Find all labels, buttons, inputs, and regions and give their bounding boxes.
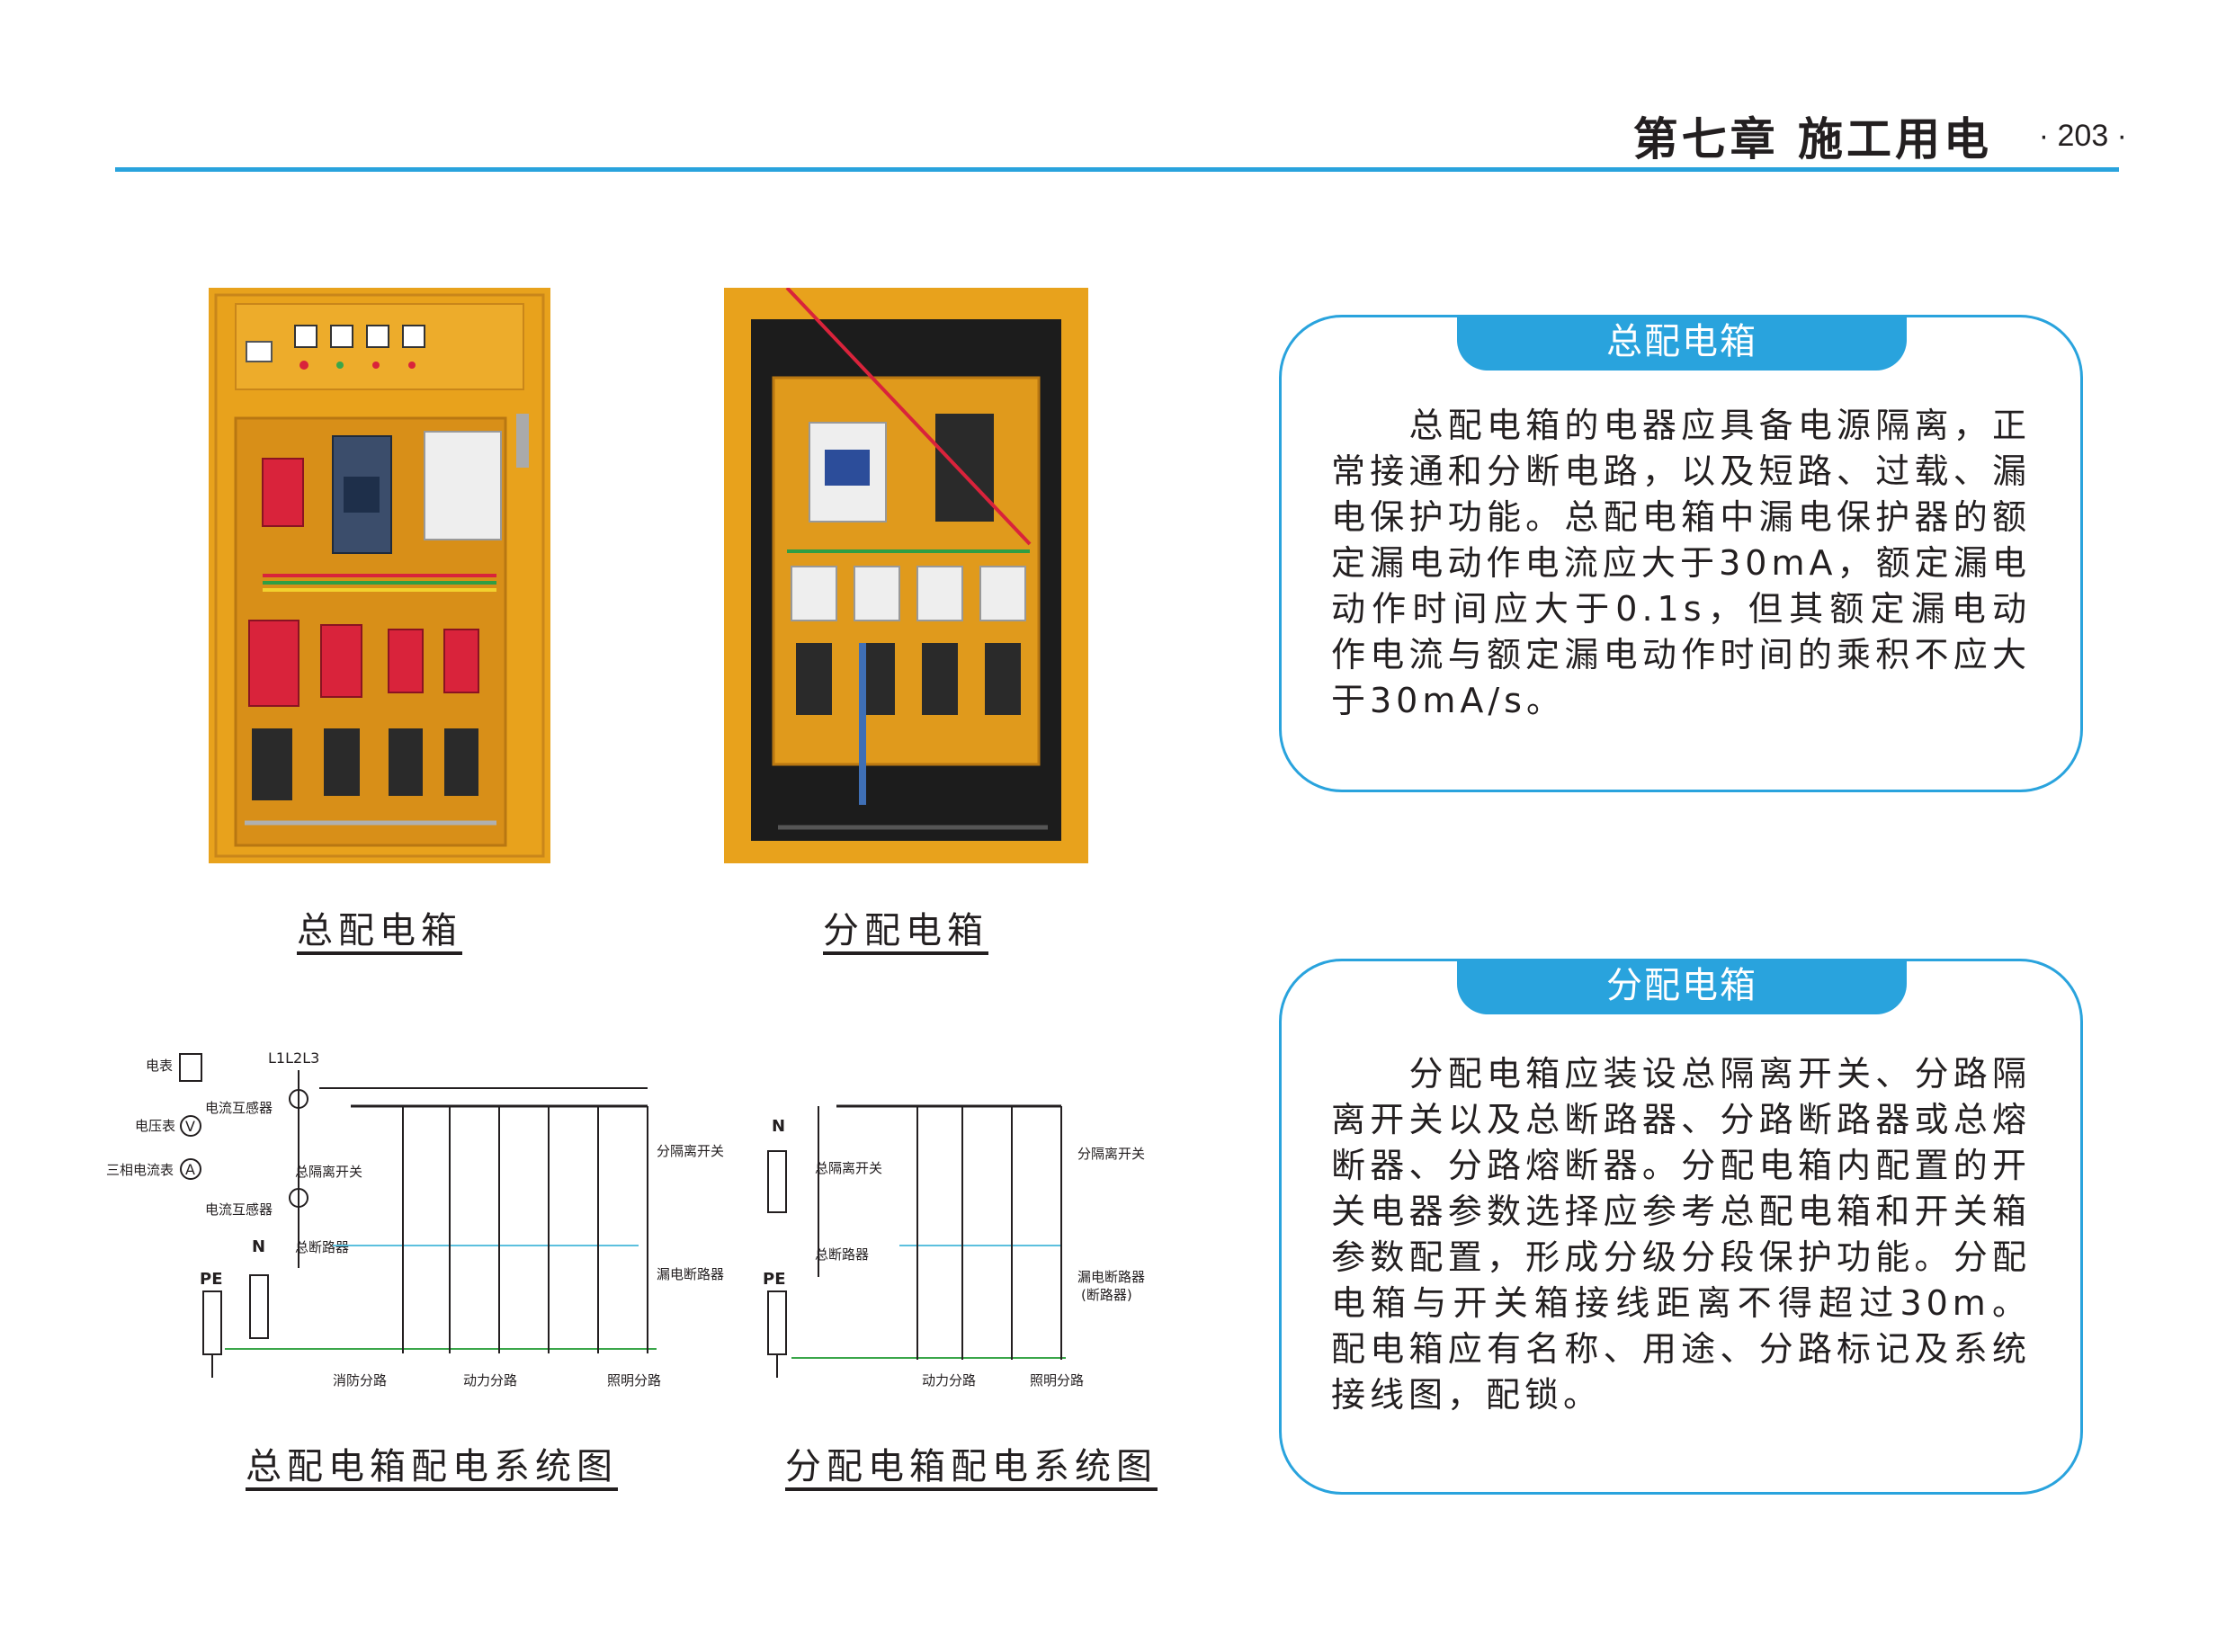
sub-label-neutral: N [772,1117,785,1136]
header-rule [115,167,2119,172]
sub-label-main-breaker: 总断路器 [815,1246,869,1263]
label-branch-isolator: 分隔离开关 [657,1143,724,1159]
label-rcd: 漏电断路器 [657,1266,724,1282]
sub-label-rcd: 漏电断路器 [1077,1269,1145,1285]
sub-label-lighting-branch: 照明分路 [1030,1372,1084,1389]
label-lighting-branch: 照明分路 [607,1372,661,1389]
panel-body-main-box: 总配电箱的电器应具备电源隔离，正常接通和分断电路，以及短路、过载、漏电保护功能。… [1331,406,2031,720]
label-power-branch: 动力分路 [463,1372,517,1389]
caption-sub-box-diagram: 分配电箱配电系统图 [785,1446,1158,1487]
label-main-isolator: 总隔离开关 [295,1164,362,1180]
panel-body-sub-box: 分配电箱应装设总隔离开关、分路隔离开关以及总断路器、分路断路器或总熔断器、分路熔… [1331,1054,2031,1415]
label-neutral: N [252,1237,265,1256]
label-voltmeter-symbol: V [185,1118,195,1135]
label-ct-bottom: 电流互感器 [205,1201,273,1218]
panel-title-main-box: 总配电箱 [1457,315,1907,371]
sub-label-branch-isolator: 分隔离开关 [1077,1146,1145,1162]
label-pe: PE [200,1270,223,1289]
label-voltmeter: 电压表 [135,1118,175,1134]
label-fire-branch: 消防分路 [333,1372,387,1389]
chapter-title: 第七章 施工用电 [1632,113,1992,165]
sub-label-rcd-alt: (断路器) [1081,1287,1132,1303]
sub-box-wiring-diagram: N 总隔离开关 总断路器 PE 分隔离开关 漏电断路器 (断路器) 动力分路 照… [763,1104,1145,1389]
sub-distribution-box-photo [724,288,1088,863]
label-ammeter-symbol: A [185,1161,195,1178]
sub-label-pe: PE [763,1270,786,1289]
label-ammeter: 三相电流表 [106,1162,174,1178]
caption-main-box-diagram: 总配电箱配电系统图 [246,1446,618,1487]
caption-main-box-photo: 总配电箱 [297,910,462,951]
panel-title-sub-box: 分配电箱 [1457,959,1907,1014]
page-number: · 203 · [2038,119,2127,153]
main-distribution-box-photo [209,288,550,863]
label-ct-top: 电流互感器 [205,1100,273,1116]
sub-label-power-branch: 动力分路 [922,1372,976,1389]
info-panel-main-box: 总配电箱 总配电箱的电器应具备电源隔离，正常接通和分断电路，以及短路、过载、漏电… [1279,315,2083,792]
sub-label-main-isolator: 总隔离开关 [815,1160,882,1176]
label-phases: L1L2L3 [268,1049,319,1067]
label-meter: 电表 [146,1058,173,1074]
label-main-breaker: 总断路器 [295,1239,349,1255]
caption-sub-box-photo: 分配电箱 [823,910,988,951]
main-box-wiring-diagram: 电表 L1L2L3 电流互感器 电压表 V 三相电流表 A 总隔离开关 电流互感… [106,1049,724,1389]
info-panel-sub-box: 分配电箱 分配电箱应装设总隔离开关、分路隔离开关以及总断路器、分路断路器或总熔断… [1279,959,2083,1495]
